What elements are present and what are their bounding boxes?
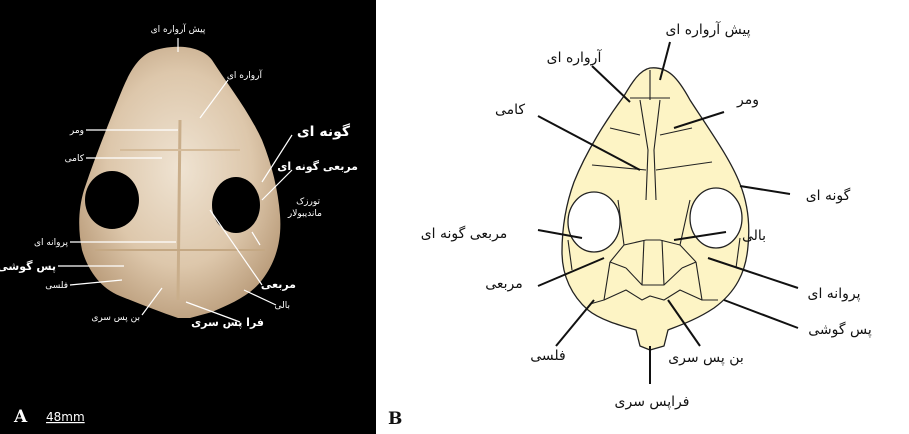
skull-photo: پیش آرواره ای آرواره ای ومر کامی گونه ای… xyxy=(0,0,376,434)
diagram-label-quadrate: مربعی xyxy=(485,276,523,292)
diagram-label-pterygoid: پروانه ای xyxy=(808,286,861,302)
skull-diagram: پیش آرواره ای آرواره ای ومر کامی گونه ای… xyxy=(378,0,909,434)
photo-label-condyle-2: ماندیبولار xyxy=(287,209,322,219)
diagram-label-basioccipital: بن پس سری xyxy=(668,350,744,366)
diagram-panel: پیش آرواره ای آرواره ای ومر کامی گونه ای… xyxy=(378,0,909,434)
right-orbit xyxy=(212,177,260,233)
diagram-label-vomer: ومر xyxy=(736,92,759,108)
photo-label-squamosal: فلسی xyxy=(45,281,68,291)
photo-label-maxilla: آرواره ای xyxy=(227,69,263,81)
photo-label-premaxilla: پیش آرواره ای xyxy=(151,23,206,35)
diagram-left-orbit xyxy=(568,192,620,252)
photo-label-opisthotic: پس گوشی xyxy=(0,260,56,273)
photo-label-quadratojugal: مربعی گونه ای xyxy=(277,160,358,173)
diagram-label-quadratojugal: مربعی گونه ای xyxy=(421,225,508,242)
photo-label-pterygoid: پروانه ای xyxy=(34,238,69,248)
diagram-label-jugal: گونه ای xyxy=(806,187,851,204)
photo-label-basioccipital: بن پس سری xyxy=(91,313,140,323)
panel-b-letter: B xyxy=(388,409,402,429)
diagram-label-opisthotic: پس گوشی xyxy=(808,321,872,338)
photo-label-jugal: گونه ای xyxy=(297,123,351,140)
left-orbit xyxy=(85,171,139,229)
scale-bar-label: 48mm xyxy=(46,410,85,424)
photo-label-supraoccipital: فرا پس سری xyxy=(191,316,264,329)
photo-label-palatine: کامی xyxy=(65,154,85,164)
photo-label-vomer: ومر xyxy=(69,126,84,136)
diagram-label-maxilla: آرواره ای xyxy=(547,49,603,66)
diagram-label-squamosal: فلسی xyxy=(530,348,566,364)
photo-label-basisphenoid: بالی xyxy=(275,301,291,311)
photo-label-quadrate: مربعی xyxy=(261,278,296,291)
diagram-label-basisphenoid: بالی xyxy=(742,228,766,244)
diagram-label-premaxilla: پیش آرواره ای xyxy=(665,21,750,38)
diagram-label-supraoccipital: فراپس سری xyxy=(615,394,690,410)
panel-a-letter: A xyxy=(13,407,28,427)
photo-label-condyle-1: تورزک xyxy=(296,196,320,207)
diagram-label-palatine: کامی xyxy=(495,102,525,118)
photo-panel: پیش آرواره ای آرواره ای ومر کامی گونه ای… xyxy=(0,0,376,434)
diagram-right-orbit xyxy=(690,188,742,248)
